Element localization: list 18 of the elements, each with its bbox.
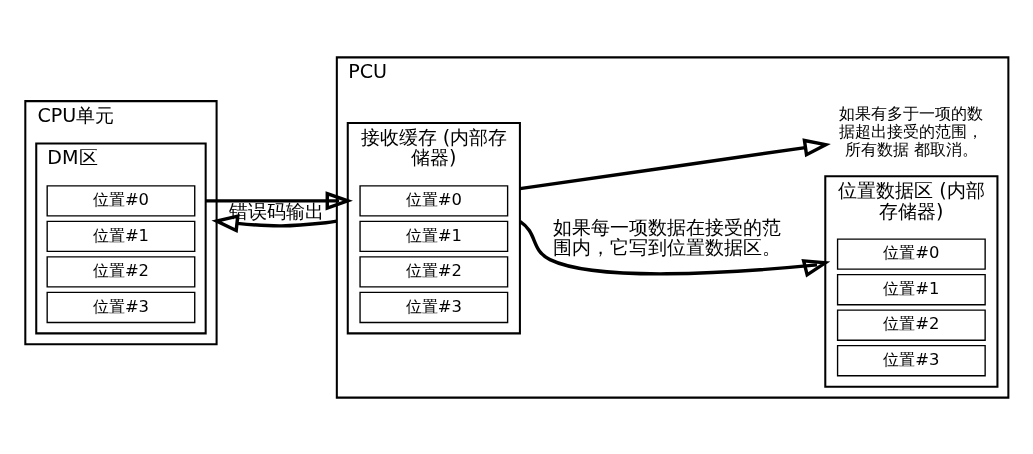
node-box: 位置#3 (359, 291, 509, 323)
node-box: 位置#0 (836, 237, 986, 270)
arrow (519, 137, 831, 190)
node-box: 位置#1 (836, 273, 986, 305)
node-text: 如果有多于一项的数据超出接受的范围，所有数据 都取消。 (839, 103, 984, 159)
node-box: 位置#3 (836, 344, 986, 376)
node-box: 位置#2 (46, 255, 196, 288)
node-box: 位置#0 (359, 184, 509, 217)
node-box: 位置#2 (359, 255, 509, 288)
arrow (518, 219, 831, 278)
node-box: 位置#1 (46, 220, 196, 252)
arrow (211, 213, 338, 233)
arrow (205, 190, 353, 210)
node-box: 位置#1 (359, 220, 509, 252)
node-box: 位置#2 (836, 308, 986, 341)
edge-label: 如果每一项数据在接受的范围内，它写到位置数据区。 (553, 215, 782, 259)
node-box: 位置#0 (46, 184, 196, 217)
node-box: 位置#3 (46, 291, 196, 323)
